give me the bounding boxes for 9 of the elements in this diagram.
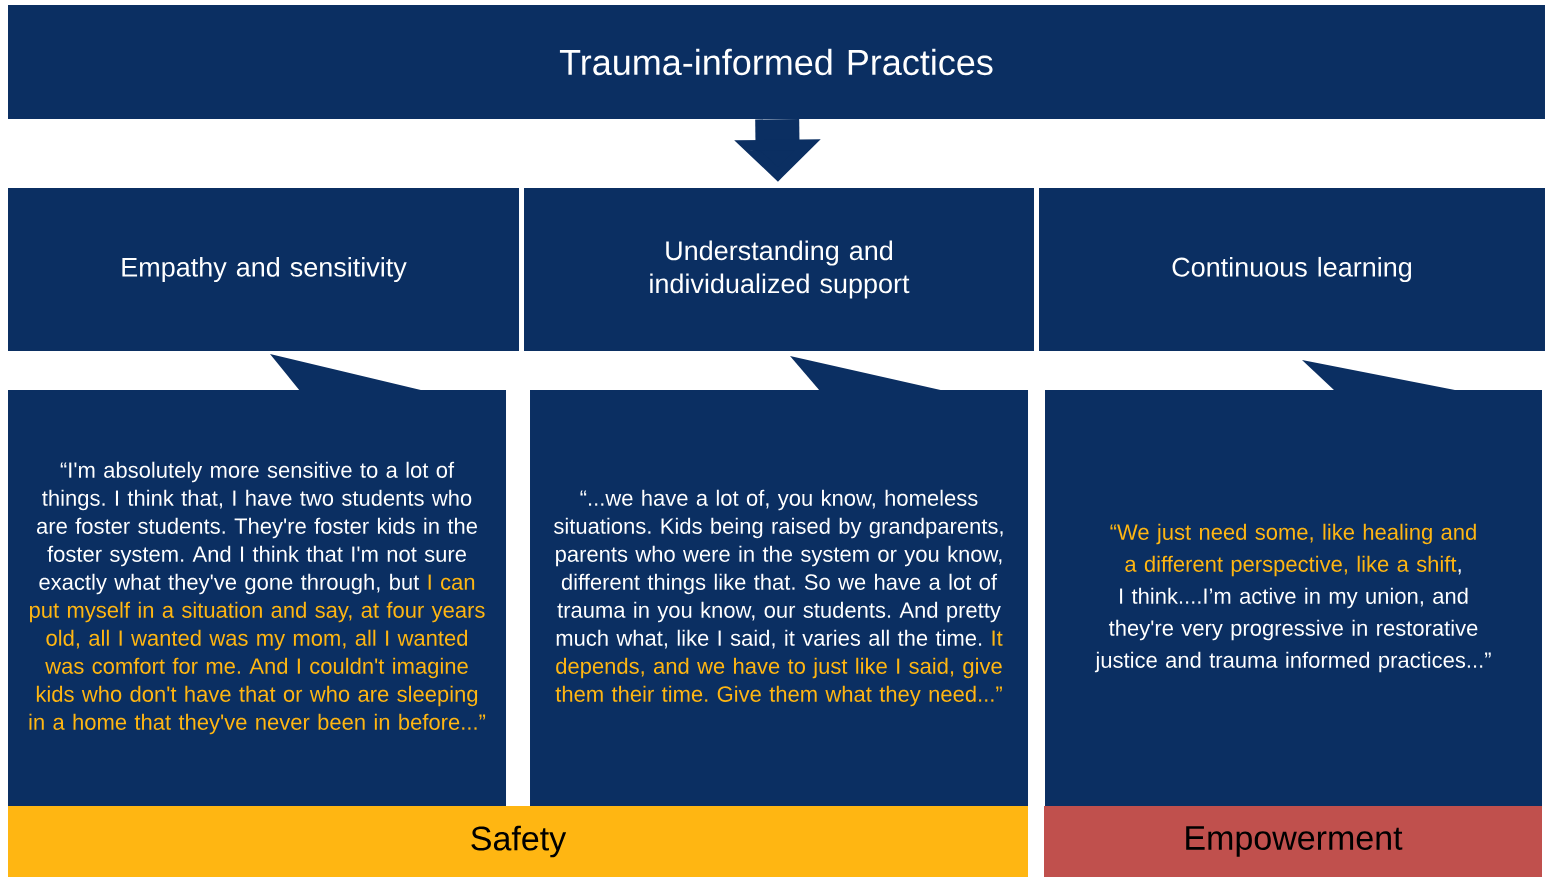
quote-bubble: “I'm absolutely more sensitive to a lot of things. I think that, I have two students who are foster students. They're foster kids in the foster system. And I think that I'm not sure exactly what they've gone through, but I can put myself in a situation and say, at four years old, all I wanted was my mom, all I wanted was comfort for me. And I couldn't imagine kids who don't have that or who are sleeping in a home that they've never been in before...” [8, 354, 506, 806]
title-banner: Trauma-informed Practices [8, 5, 1545, 119]
quote-bubble: “...we have a lot of, you know, homeless situations. Kids being raised by grandparents, parents who were in the system or you know, different things like that. So we have a lot of trauma in you know, our students. And pretty much what, like I said, it varies all the time. It depends, and we have to just like I said, give them their time. Give them what they need...” [530, 356, 1028, 806]
quote-bubble: “We just need some, like healing and a different perspective, like a shift, I think....I’m active in my union, and they're very progressive in restorative justice and trauma informed practices...” [1045, 360, 1542, 806]
theme-box: Continuous learning [1039, 188, 1545, 351]
theme-box: Empathy and sensitivity [8, 188, 519, 351]
theme-box: Understanding and individualized support [524, 188, 1034, 351]
category-band: Safety [8, 806, 1028, 877]
category-band: Empowerment [1044, 806, 1542, 877]
